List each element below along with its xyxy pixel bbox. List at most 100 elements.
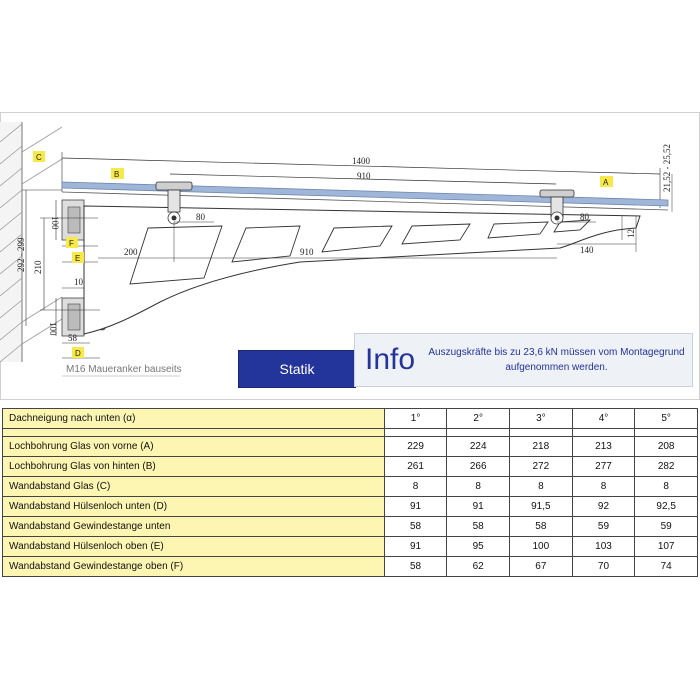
svg-text:D: D xyxy=(75,349,81,358)
row-label: Wandabstand Hülsenloch unten (D) xyxy=(2,496,385,517)
dim-910-top-label: 910 xyxy=(357,171,371,181)
row-value: 103 xyxy=(571,536,636,557)
row-value: 58 xyxy=(383,516,448,537)
row-value: 261 xyxy=(383,456,448,477)
header-angle: 1° xyxy=(383,408,448,429)
clamp-right xyxy=(539,189,575,225)
dim-100-bottom-label: 100 xyxy=(48,322,58,336)
row-value: 100 xyxy=(509,536,573,557)
row-value: 62 xyxy=(446,556,511,577)
row-value: 8 xyxy=(446,476,511,497)
table-spacer-row xyxy=(2,428,698,437)
info-title: Info xyxy=(365,343,416,376)
marker-f: F xyxy=(66,237,78,248)
row-value: 208 xyxy=(634,436,698,457)
row-value: 277 xyxy=(571,456,636,477)
dim-200-label: 200 xyxy=(124,247,138,257)
spacer-cell xyxy=(383,428,448,437)
dim-100-top-label: 100 xyxy=(50,216,60,230)
header-label: Dachneigung nach unten (α) xyxy=(2,408,385,429)
table-row: Wandabstand Hülsenloch unten (D) 91 91 9… xyxy=(2,496,698,517)
spacer-cell xyxy=(634,428,698,437)
wall xyxy=(0,122,63,363)
marker-e: E xyxy=(72,252,84,263)
svg-text:F: F xyxy=(69,239,74,248)
dimension-58: 58 xyxy=(62,333,90,344)
row-value: 266 xyxy=(446,456,511,477)
marker-a: A xyxy=(600,176,613,187)
row-value: 91 xyxy=(446,496,511,517)
dimension-140: 140 xyxy=(557,216,637,255)
marker-d: D xyxy=(72,347,84,358)
row-value: 58 xyxy=(446,516,511,537)
info-text: Auszugskräfte bis zu 23,6 kN müssen vom … xyxy=(427,345,692,375)
svg-text:B: B xyxy=(114,170,119,179)
table-row: Lochbohrung Glas von vorne (A) 229 224 2… xyxy=(2,436,698,457)
dimension-210: 210 xyxy=(33,217,100,311)
row-value: 272 xyxy=(509,456,573,477)
header-angle: 5° xyxy=(634,408,698,429)
info-text-line2: aufgenommen werden. xyxy=(505,362,608,373)
dimension-910-top: 910 xyxy=(169,171,557,185)
row-label: Wandabstand Hülsenloch oben (E) xyxy=(2,536,385,557)
dim-21-52-label: 21,52 - 25,52 xyxy=(662,144,672,192)
dimension-292: 292 - 299 xyxy=(16,189,62,326)
dimension-910-mid: 910 xyxy=(174,247,557,259)
clamp-left xyxy=(155,181,193,225)
info-text-line1: Auszugskräfte bis zu 23,6 kN müssen vom … xyxy=(428,347,685,358)
table-row: Wandabstand Hülsenloch oben (E) 91 95 10… xyxy=(2,536,698,557)
dim-80-left-label: 80 xyxy=(196,212,206,222)
row-value: 59 xyxy=(634,516,698,537)
dim-10-label: 10 xyxy=(74,277,84,287)
row-value: 74 xyxy=(634,556,698,577)
row-label: Lochbohrung Glas von hinten (B) xyxy=(2,456,385,477)
row-value: 91,5 xyxy=(509,496,573,517)
dim-58-label: 58 xyxy=(68,333,78,343)
row-value: 8 xyxy=(383,476,448,497)
spec-table: Dachneigung nach unten (α) 1° 2° 3° 4° 5… xyxy=(2,408,698,577)
dim-292-label: 292 - 299 xyxy=(16,237,26,272)
dimension-100-top: 100 xyxy=(50,200,60,240)
header-angle: 3° xyxy=(509,408,573,429)
row-value: 92,5 xyxy=(634,496,698,517)
svg-text:E: E xyxy=(75,254,80,263)
dim-910-mid-label: 910 xyxy=(300,247,314,257)
dimension-12: 12 xyxy=(621,216,636,240)
row-label: Wandabstand Gewindestange oben (F) xyxy=(2,556,385,577)
dimension-80-right: 80 xyxy=(557,212,596,223)
statik-button[interactable]: Statik xyxy=(238,350,356,388)
dim-210-label: 210 xyxy=(33,260,43,274)
row-value: 91 xyxy=(383,536,448,557)
caption-maueranker: M16 Maueranker bauseits xyxy=(66,364,182,375)
table-row: Wandabstand Gewindestange unten 58 58 58… xyxy=(2,516,698,537)
dimension-100-bottom: 100 xyxy=(48,298,58,336)
row-value: 107 xyxy=(634,536,698,557)
spacer-cell xyxy=(446,428,511,437)
dim-12-label: 12 xyxy=(626,229,636,238)
spacer-cell xyxy=(571,428,636,437)
dimension-21-52: 21,52 - 25,52 xyxy=(662,144,673,212)
row-value: 92 xyxy=(571,496,636,517)
row-value: 58 xyxy=(509,516,573,537)
header-angle: 2° xyxy=(446,408,511,429)
row-value: 59 xyxy=(571,516,636,537)
statik-button-label: Statik xyxy=(279,361,315,377)
row-label: Wandabstand Gewindestange unten xyxy=(2,516,385,537)
table-row: Wandabstand Glas (C) 8 8 8 8 8 xyxy=(2,476,698,497)
row-value: 224 xyxy=(446,436,511,457)
dimension-80-left: 80 xyxy=(174,212,214,223)
table-header-row: Dachneigung nach unten (α) 1° 2° 3° 4° 5… xyxy=(2,408,698,429)
marker-b: B xyxy=(111,168,124,179)
row-label: Lochbohrung Glas von vorne (A) xyxy=(2,436,385,457)
row-value: 218 xyxy=(509,436,573,457)
row-value: 58 xyxy=(383,556,448,577)
dim-80-right-label: 80 xyxy=(580,212,590,222)
glass-panel xyxy=(61,181,669,211)
dimension-200: 200 xyxy=(98,222,175,262)
row-value: 8 xyxy=(571,476,636,497)
marker-c: C xyxy=(33,151,45,162)
dimension-10: 10 xyxy=(62,277,84,289)
header-angle: 4° xyxy=(571,408,636,429)
row-value: 70 xyxy=(571,556,636,577)
row-value: 95 xyxy=(446,536,511,557)
